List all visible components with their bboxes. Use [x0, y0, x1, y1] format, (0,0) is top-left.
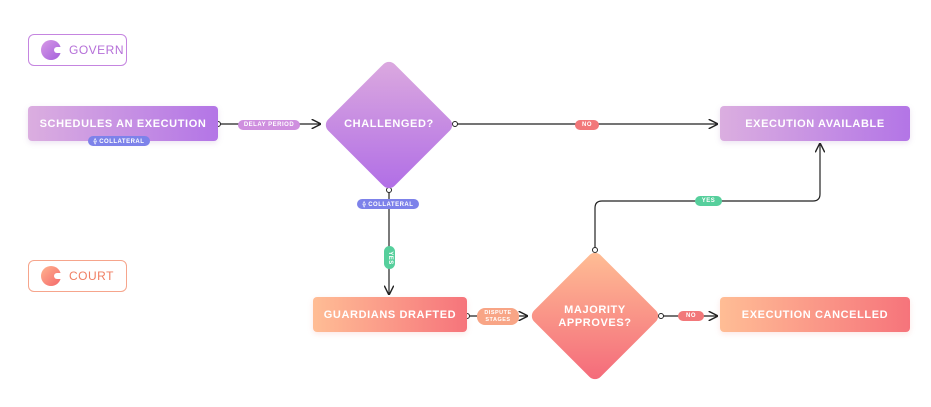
edge-label-yes: YES	[695, 196, 722, 206]
legend-court: COURT	[28, 260, 127, 292]
edge-label-yes-text: YES	[386, 250, 393, 265]
govern-logo-icon	[41, 40, 62, 60]
legend-govern-label: GOVERN	[69, 43, 125, 57]
court-logo-icon	[41, 266, 62, 286]
node-guardians-drafted: GUARDIANS DRAFTED	[313, 297, 467, 332]
legend-court-label: COURT	[69, 269, 114, 283]
legend-govern: GOVERN	[28, 34, 127, 66]
edge-label-delay-period: DELAY PERIOD	[238, 120, 300, 130]
decision-challenged-label: CHALLENGED?	[344, 118, 434, 130]
node-execution-cancelled: EXECUTION CANCELLED	[720, 297, 910, 332]
edge-label-collateral: ⟠ COLLATERAL	[357, 199, 419, 209]
edge-label-collateral: ⟠ COLLATERAL	[88, 136, 150, 146]
edge-label-yes: YES	[384, 246, 395, 269]
node-schedules-execution: SCHEDULES AN EXECUTION	[28, 106, 218, 141]
edge-start-dot	[452, 121, 458, 127]
edge-label-no: NO	[678, 311, 704, 321]
edge-label-dispute-stages: DISPUTE STAGES	[477, 308, 519, 325]
node-execution-available: EXECUTION AVAILABLE	[720, 106, 910, 141]
edge-label-no: NO	[575, 120, 599, 130]
edge-start-dot	[658, 313, 664, 319]
decision-majority-label: MAJORITY APPROVES?	[558, 304, 632, 329]
